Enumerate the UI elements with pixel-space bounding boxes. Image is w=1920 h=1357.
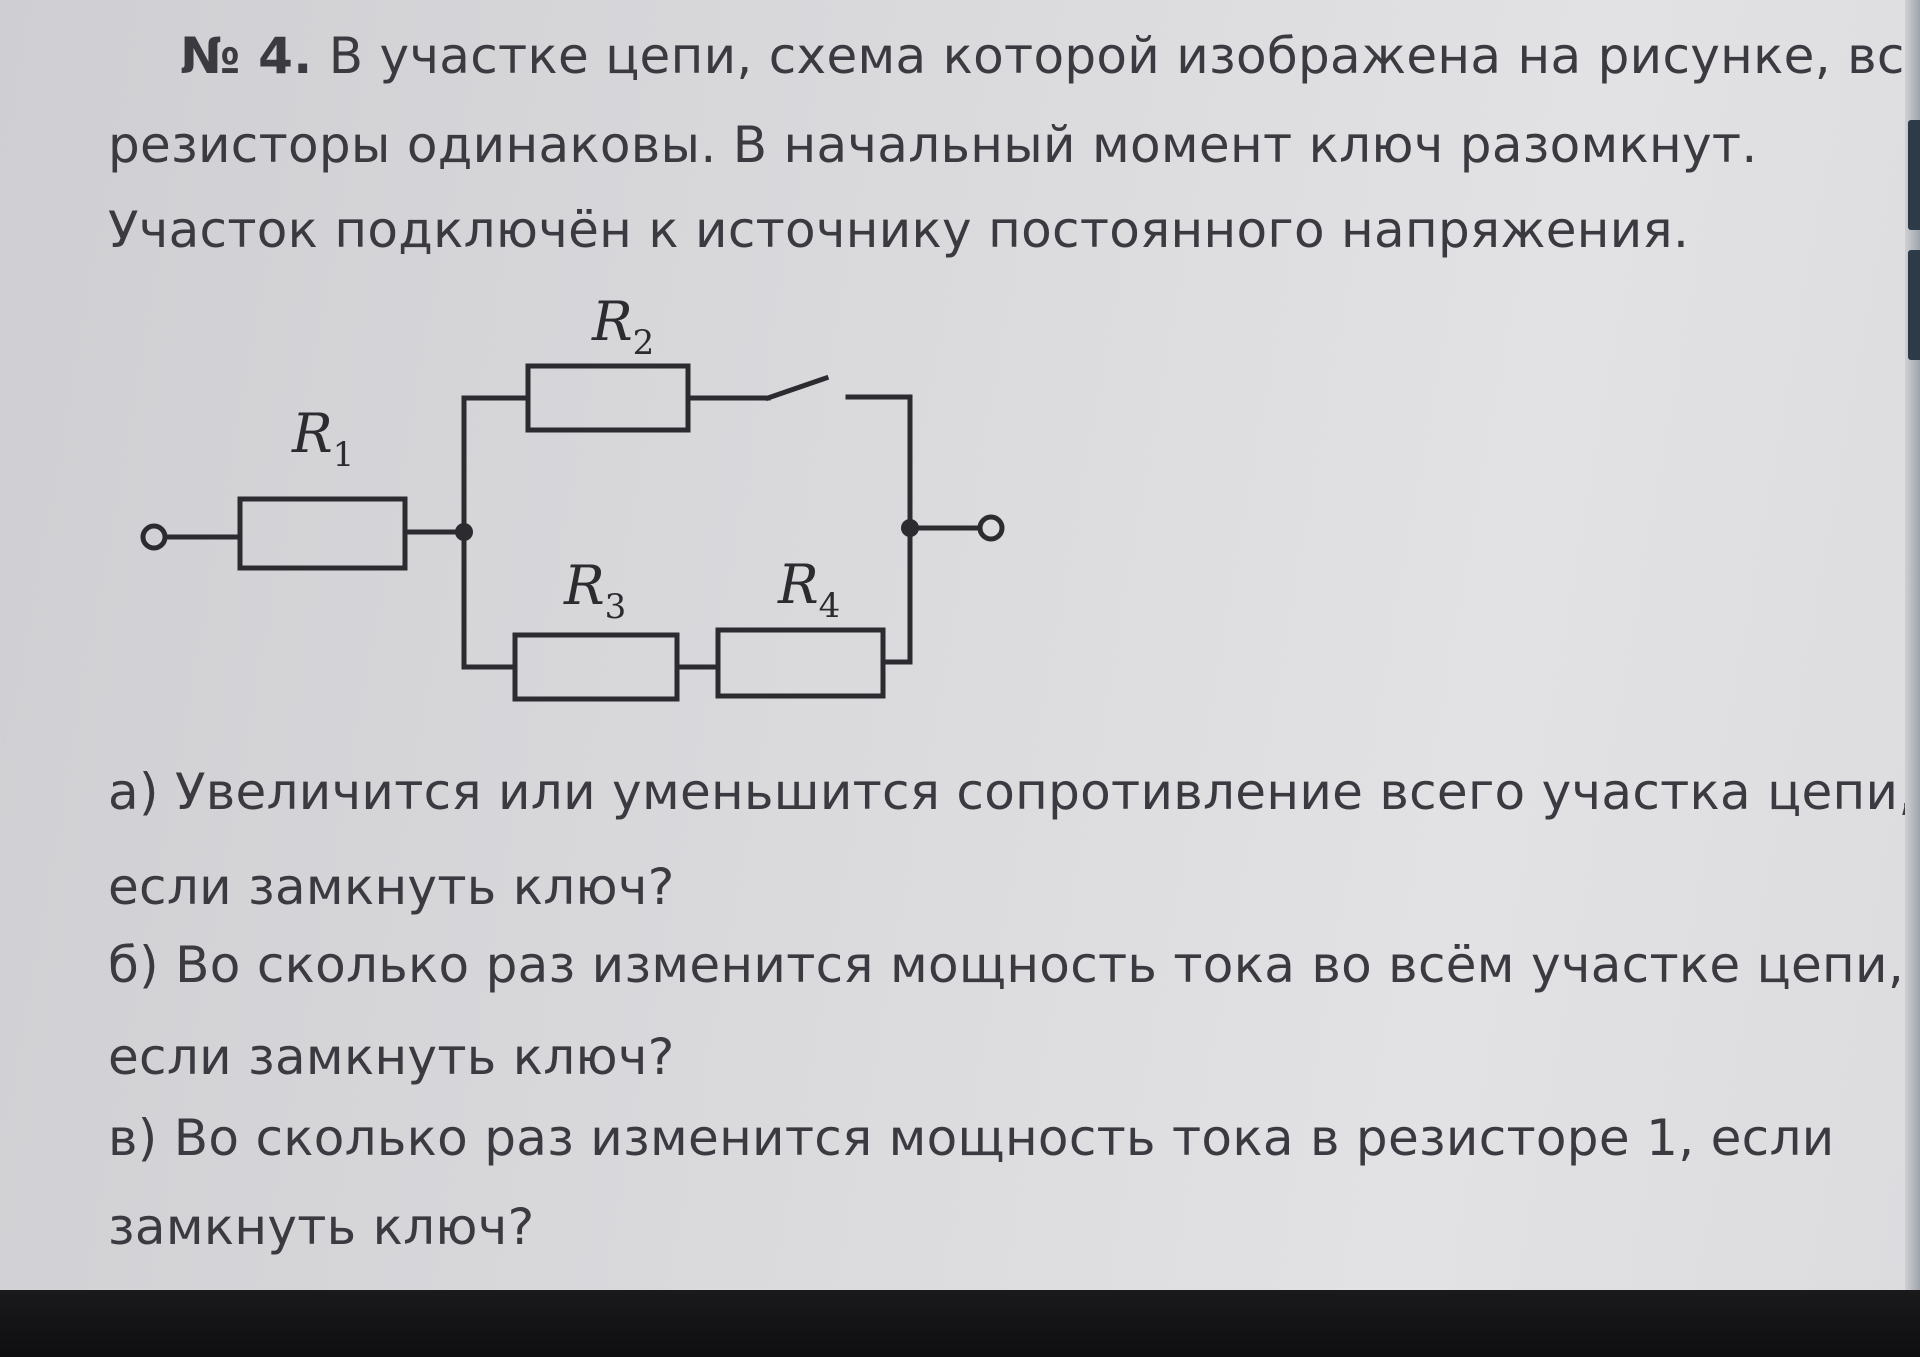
edge-tab-1 [1908,120,1920,230]
label-r3: R3 [563,554,626,627]
label-r1: R1 [291,402,354,475]
resistor-r3 [512,632,680,702]
question-c-line-2: замкнуть ключ? [108,1198,535,1256]
statement-line-3: Участок подключён к источнику постоянног… [108,201,1690,259]
resistor-r1 [237,496,408,571]
question-b-line-2: если замкнуть ключ? [108,1028,675,1086]
switch-blade [764,374,830,402]
left-terminal [140,523,168,551]
question-a-line-1: а) Увеличится или уменьшится сопротивлен… [108,763,1915,821]
statement-line-2: резисторы одинаковы. В начальный момент … [108,116,1758,174]
resistor-r4 [715,627,886,699]
resistor-r2 [525,363,691,433]
label-r4: R4 [777,553,840,626]
question-b-line-1: б) Во сколько раз изменится мощность ток… [108,936,1905,994]
statement-text-1: В участке цепи, схема которой изображена… [328,27,1920,85]
question-a-line-2: если замкнуть ключ? [108,858,675,916]
screen-bottom-bezel [0,1290,1920,1357]
problem-page: № 4. В участке цепи, схема которой изобр… [108,26,1920,1256]
question-c-line-1: в) Во сколько раз изменится мощность ток… [108,1109,1835,1167]
circuit-diagram: R1 R2 R3 R4 [140,290,1005,702]
statement-line-1: № 4. В участке цепи, схема которой изобр… [180,26,1920,86]
junction-right [901,519,919,537]
right-terminal [977,514,1005,542]
edge-tab-2 [1908,250,1920,360]
label-r2: R2 [591,290,654,363]
junction-left [455,523,473,541]
problem-number: № 4. [180,27,313,85]
